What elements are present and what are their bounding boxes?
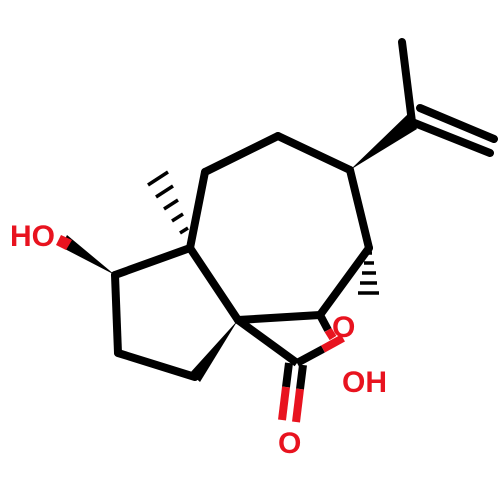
hashed-bonds bbox=[147, 170, 379, 295]
carbonyl-bond-b-red bbox=[292, 388, 304, 423]
carbonyl-oxygen-label: O bbox=[278, 427, 301, 460]
wedge-bonds bbox=[190, 114, 417, 382]
carbonyl-bond-a-black bbox=[282, 362, 293, 388]
five-membered-ring bbox=[111, 244, 199, 381]
bond-isopropenyl-methyl bbox=[398, 38, 416, 126]
hash-methyl-1 bbox=[187, 240, 193, 246]
carbonyl-bond-b-black bbox=[296, 364, 307, 390]
hash-methyl-2 bbox=[179, 226, 189, 235]
bond-c7-c1 bbox=[186, 244, 242, 324]
bond-c6-c7 bbox=[234, 311, 324, 324]
ring-oxygen-bonds bbox=[316, 313, 337, 341]
double-bond-methylene-b bbox=[416, 104, 498, 143]
bond-c4-c5 bbox=[346, 166, 373, 252]
hash-methyl-6 bbox=[147, 170, 169, 187]
bond-c2-c3 bbox=[201, 132, 282, 176]
bond-c3-c4 bbox=[274, 132, 354, 174]
bond-c5-c6 bbox=[316, 244, 373, 319]
hash-methyl-5 bbox=[155, 184, 174, 199]
hydroxyl-label-left: HO bbox=[10, 220, 55, 253]
acid-hydroxyl-label: OH bbox=[342, 366, 387, 399]
bond-carboxyl-oh-red bbox=[321, 334, 345, 353]
carboxylic-acid-group bbox=[235, 316, 345, 423]
hydroxyl-bond bbox=[56, 235, 115, 275]
bond-c7-carboxyl-carbon bbox=[235, 316, 300, 367]
double-bond-methylene-a bbox=[408, 118, 494, 157]
bond-c1-c2 bbox=[186, 168, 209, 252]
seven-membered-ring bbox=[186, 132, 373, 324]
hash-methyl-4 bbox=[163, 198, 179, 211]
bond-c6-oxygen-red bbox=[324, 327, 337, 341]
wedge-bond-c8-oh bbox=[61, 235, 115, 275]
ring-oxygen-label: O bbox=[332, 311, 355, 344]
bond-c6-oxygen-black bbox=[316, 313, 332, 332]
bond-c8-c9 bbox=[111, 271, 122, 357]
bond-c1-c8 bbox=[111, 244, 194, 279]
wedge-bond-c4-isopropenyl bbox=[350, 114, 417, 170]
hash-methyl-3 bbox=[171, 212, 184, 223]
bond-carboxyl-oh-black bbox=[295, 345, 325, 367]
wedge-bond-c7-c10 bbox=[190, 320, 238, 382]
isopropenyl-group bbox=[398, 38, 498, 157]
carbonyl-bond-a-red bbox=[278, 386, 290, 421]
bond-c9-c10 bbox=[114, 349, 199, 381]
wedge-bond-c8-oh-red bbox=[56, 235, 72, 250]
